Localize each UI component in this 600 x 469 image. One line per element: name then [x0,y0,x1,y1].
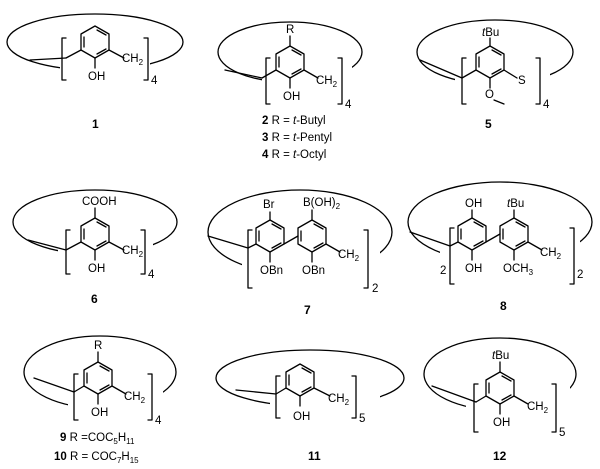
para-substituent: tBu [482,27,499,39]
bridge-label: CH2 [328,393,350,407]
hydroxyl-label: OH [493,417,510,429]
repeat-count: 2 [577,269,583,281]
hydroxyl-label: OH [293,411,310,423]
bridge-label: CH2 [540,247,562,261]
compound-number: 5 [485,117,492,131]
bridge-label: CH2 [316,75,338,89]
upper-hydroxyl-label: OH [465,198,482,210]
bridge-label: CH2 [122,53,144,67]
repeat-count: 4 [155,415,162,427]
para-substituent: tBu [492,350,509,362]
bridge-label: CH2 [122,245,144,259]
bridge-label: CH2 [338,249,360,263]
benzyloxy-left-label: OBn [260,265,283,277]
hydroxyl-label: OH [283,91,300,103]
bridge-label: CH2 [527,401,549,415]
lower-hydroxyl-label: OH [465,263,482,275]
substituent-definition-4: 4 R = t-Octyl [262,149,326,161]
boronic-acid-label: B(OH)2 [303,197,341,211]
repeat-count: 5 [559,427,565,439]
hydroxyl-label: OH [88,263,105,275]
compound-8-structure: OH tBu OH OCH3 CH2 2 2 8 [407,181,593,313]
repeat-count: 4 [543,99,550,111]
compound-7-structure: Br B(OH)2 OBn OBn CH2 2 7 [207,189,393,317]
repeat-count: 5 [359,413,365,425]
substituent-definition-3: 3 R = t-Pentyl [262,132,332,144]
substituent-definition-9: 9 R =COC5H11 [60,432,135,446]
compound-5-structure: tBu O S 4 5 [416,19,574,131]
bridge-label: CH2 [124,391,146,405]
repeat-count: 4 [345,99,352,111]
hydroxyl-label: OH [91,407,108,419]
compound-number: 7 [304,303,311,317]
compound-9-structure: R OH CH2 4 9 R =COC5H11 10 R = COC7H15 [23,335,177,465]
compound-number: 11 [308,449,321,463]
compound-2-structure: R OH CH2 4 2 R = t-Butyl 3 R = t-Pentyl … [217,21,363,161]
hydroxyl-label: OH [88,71,105,83]
compound-number: 1 [92,117,99,131]
para-substituent: R [286,24,294,36]
methoxy-label: OCH3 [503,263,534,277]
compound-12-structure: tBu OH CH2 5 12 [423,337,577,463]
substituent-definition-10: 10 R = COC7H15 [54,451,139,465]
compound-6-structure: COOH OH CH2 4 6 [12,189,178,306]
para-substituent: R [94,340,102,352]
carboxyl-label: COOH [82,196,117,208]
outer-repeat-count: 2 [440,265,446,277]
thia-bridge-label: S [518,75,526,87]
compound-number: 6 [91,292,98,306]
compound-1-structure: OH CH2 4 1 [6,13,184,131]
compound-11-structure: OH CH2 5 11 [215,349,405,463]
substituent-definition-2: 2 R = t-Butyl [262,115,326,127]
repeat-count: 4 [151,75,158,87]
bromo-label: Br [263,199,275,211]
repeat-count: 4 [148,269,155,281]
para-substituent: tBu [507,198,524,210]
compound-number: 12 [493,449,507,463]
repeat-count: 2 [372,283,378,295]
benzyloxy-right-label: OBn [302,265,325,277]
compound-number: 8 [500,299,507,313]
methoxy-oxygen-label: O [485,89,494,101]
